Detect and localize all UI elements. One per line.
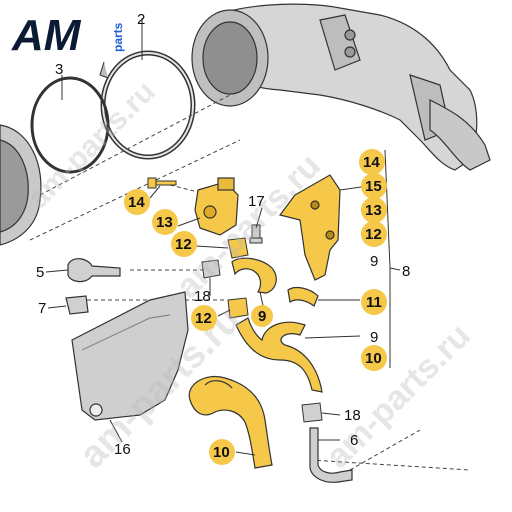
- callout-9-right-lower: 9: [370, 329, 378, 346]
- bracket-7: [65, 295, 89, 315]
- callout-2: 2: [137, 11, 145, 28]
- watermark-3: am-parts.ru: [319, 317, 478, 476]
- heat-shield-16: [71, 291, 189, 421]
- callout-14-left: 14: [128, 194, 145, 211]
- clamp-11: [287, 286, 319, 307]
- callout-18-upper: 18: [194, 288, 211, 305]
- callout-16: 16: [114, 441, 131, 458]
- am-parts-logo: AM parts: [11, 11, 125, 60]
- callout-15: 15: [365, 178, 382, 195]
- exhaust-catalytic-converter: [191, 3, 491, 171]
- valve-13: [194, 177, 239, 236]
- callout-5: 5: [36, 264, 44, 281]
- callout-17: 17: [248, 193, 265, 210]
- callout-9-right-upper: 9: [370, 253, 378, 270]
- logo-mark: AM: [11, 11, 82, 60]
- clamp-18-upper: [201, 259, 221, 279]
- hose-9-upper: [231, 257, 277, 294]
- callout-7: 7: [38, 300, 46, 317]
- pipe-5: [67, 258, 121, 283]
- callout-10-right: 10: [365, 350, 382, 367]
- left-pipe: [0, 124, 42, 246]
- logo-suffix: parts: [111, 22, 125, 52]
- callout-3: 3: [55, 61, 63, 78]
- callout-12-upper-left: 12: [175, 236, 192, 253]
- callout-6: 6: [350, 432, 358, 449]
- gasket-ring-3: [30, 76, 110, 174]
- callout-18-lower: 18: [344, 407, 361, 424]
- callouts: 2 3 14 13 12 17 5 7 18 12 9 16 10 14 15 …: [36, 11, 410, 461]
- clamp-18-lower: [301, 402, 323, 423]
- callout-14-right: 14: [363, 154, 380, 171]
- bolt-14: [147, 177, 177, 189]
- hose-10: [188, 376, 273, 469]
- callout-13-right: 13: [365, 202, 382, 219]
- screw-17: [249, 224, 263, 244]
- pipe-6: [309, 427, 353, 483]
- callout-12-lower-left: 12: [195, 310, 212, 327]
- clamp-12-upper: [227, 237, 249, 259]
- callout-11: 11: [366, 294, 382, 311]
- callout-8: 8: [402, 263, 410, 280]
- callout-10-left: 10: [213, 444, 230, 461]
- hose-9-middle: [235, 317, 323, 393]
- callout-highlights: [124, 149, 387, 465]
- clamp-12-lower: [227, 297, 249, 319]
- callout-13-left: 13: [156, 214, 173, 231]
- callout-12-right: 12: [365, 226, 382, 243]
- bracket-15: [278, 174, 341, 281]
- callout-9-left: 9: [258, 308, 266, 325]
